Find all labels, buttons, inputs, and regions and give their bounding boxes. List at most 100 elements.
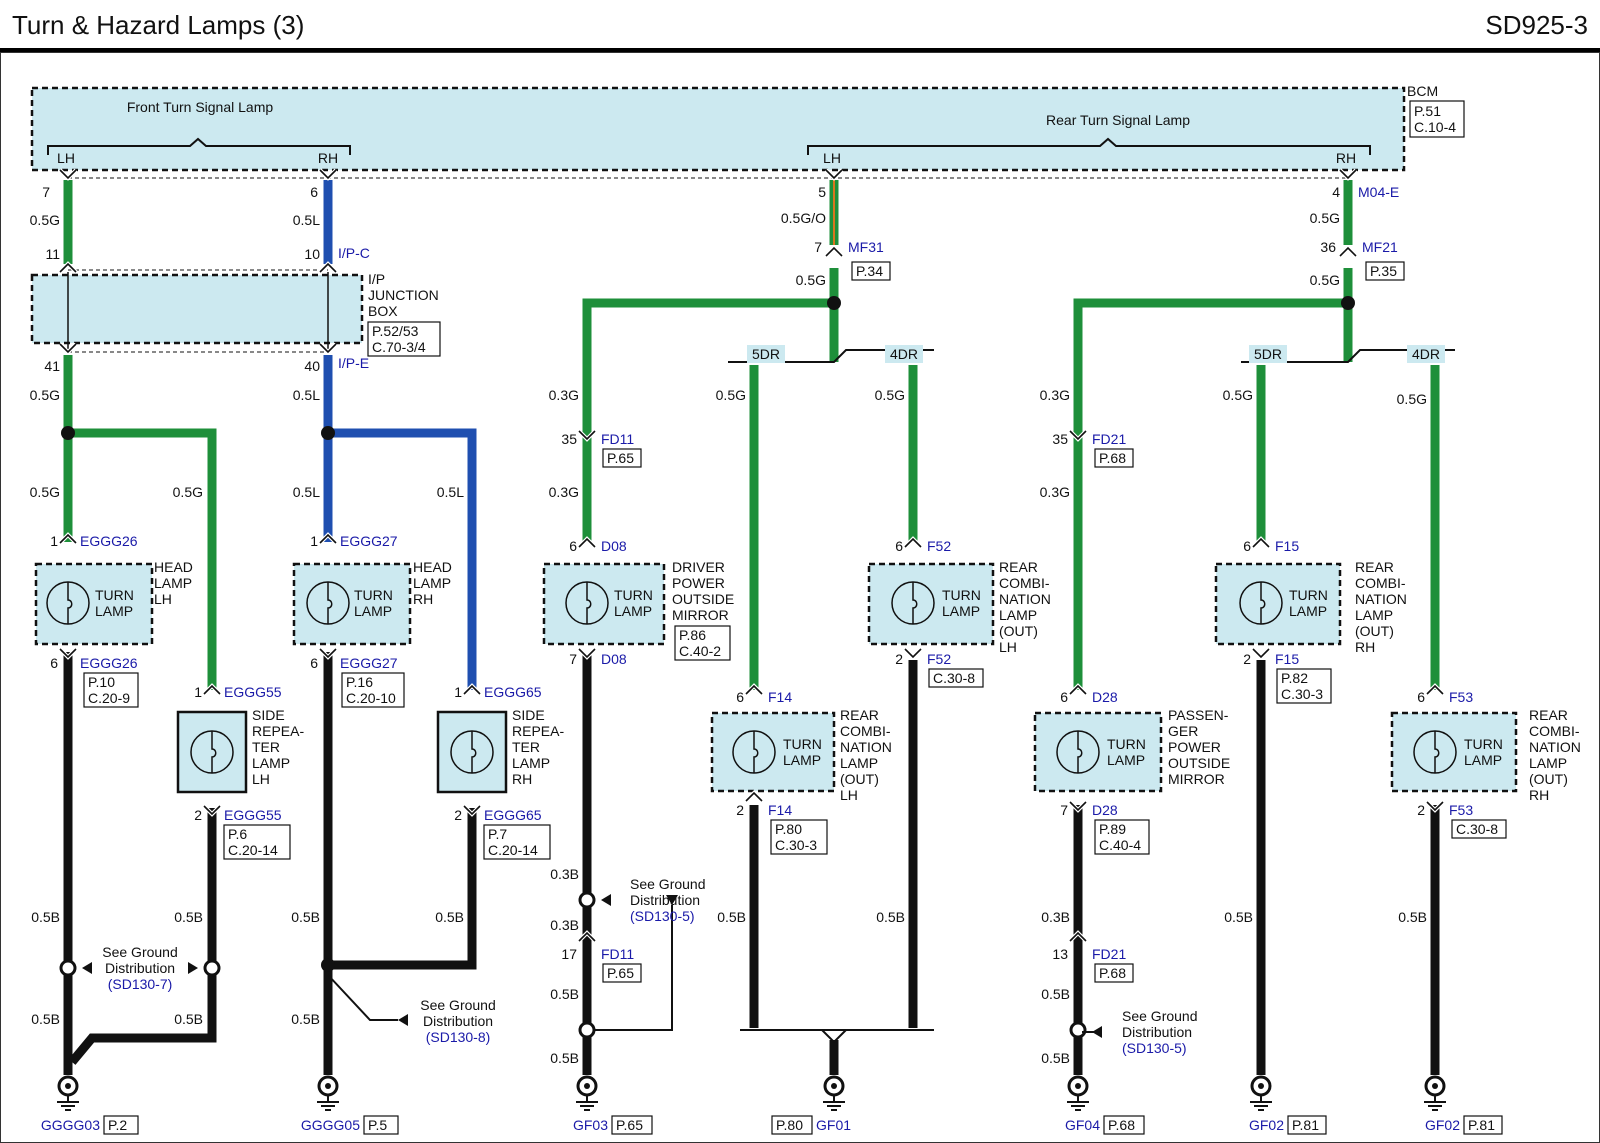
side-name-3: TER: [512, 739, 540, 755]
lamp-name-4: LAMP: [999, 607, 1037, 623]
ground-symbol: [1422, 1075, 1448, 1112]
wire-spec: 0.5B: [291, 1011, 320, 1027]
connector-id: EGGG55: [224, 684, 282, 700]
ground-symbol: [574, 1075, 600, 1112]
wire-spec: 0.5G: [1310, 210, 1340, 226]
ground-page: P.80: [776, 1117, 803, 1133]
side-name-2: REPEA-: [252, 723, 304, 739]
pin: 4: [1332, 184, 1340, 200]
bcm-ref-conn: C.10-4: [1414, 119, 1456, 135]
lamp-name-3: NATION: [1355, 591, 1407, 607]
pin: 2: [736, 802, 744, 818]
col2-labels: 6 0.5L 10 40 0.5L 0.5L 0.5L 1 EGGG27 6 E…: [291, 184, 551, 1135]
wire-spec: 0.5G: [716, 387, 746, 403]
mirror-name-1: DRIVER: [672, 559, 725, 575]
lamp-name-1: HEAD: [413, 559, 452, 575]
pin: 40: [304, 358, 320, 374]
wire-spec: 0.5B: [435, 909, 464, 925]
lamp-name-2: COMBI-: [999, 575, 1050, 591]
rear-combi-lamp-rh-5dr: TURN LAMP REAR COMBI- NATION LAMP (OUT) …: [1214, 559, 1407, 655]
ref-page: P.65: [607, 450, 634, 466]
connector-chevron: [1069, 684, 1087, 695]
pin: 6: [736, 689, 744, 705]
turn-text: TURN: [1107, 736, 1146, 752]
connector-chevron: [59, 262, 77, 273]
pin: 35: [1052, 431, 1068, 447]
pin: 6: [310, 184, 318, 200]
bcm-module: BCM P.51 C.10-4 Front Turn Signal Lamp R…: [30, 83, 1465, 179]
ref-page: P.35: [1370, 263, 1397, 279]
pin: 41: [44, 358, 60, 374]
connector-chevron: [1069, 430, 1087, 441]
rear-combi-lamp-lh-5dr: TURN LAMP REAR COMBI- NATION LAMP (OUT) …: [710, 707, 892, 803]
pin: 7: [42, 184, 50, 200]
connector-id: MF21: [1362, 239, 1398, 255]
ground-ref: (SD130-5): [1122, 1040, 1187, 1056]
pin: 35: [561, 431, 577, 447]
turn-text: TURN: [614, 587, 653, 603]
pin: 6: [895, 538, 903, 554]
ground-symbol: [55, 1075, 81, 1112]
turn-text: TURN: [942, 587, 981, 603]
lamp-name-3: RH: [413, 591, 433, 607]
connector-chevron: [904, 537, 922, 548]
front-rh-label: RH: [318, 150, 338, 166]
tag-4dr: 4DR: [1412, 346, 1440, 362]
turn-text: TURN: [1289, 587, 1328, 603]
ref-page: P.82: [1281, 670, 1308, 686]
ip-junction-box: I/P JUNCTION BOX P.52/53 C.70-3/4 I/P-C …: [30, 245, 441, 371]
pin: 7: [569, 651, 577, 667]
ground-symbol: [1065, 1075, 1091, 1112]
ipjb-ref-page: P.52/53: [372, 323, 419, 339]
mirror-name-2: POWER: [672, 575, 725, 591]
rear-combi-lamp-lh-4dr: TURN LAMP REAR COMBI- NATION LAMP (OUT) …: [867, 559, 1051, 655]
mirror-name-4: OUTSIDE: [1168, 755, 1230, 771]
wire-spec: 0.5G: [30, 212, 60, 228]
wire-spec: 0.5G: [1397, 391, 1427, 407]
ref-conn: C.40-4: [1099, 837, 1141, 853]
connector-chevron: [1339, 246, 1357, 257]
ipjb-ref-conn: C.70-3/4: [372, 339, 426, 355]
lamp-name-2: COMBI-: [1529, 723, 1580, 739]
connector-id: EGGG55: [224, 807, 282, 823]
lamp-name-6: RH: [1355, 639, 1375, 655]
tag-5dr: 5DR: [1254, 346, 1282, 362]
pin: 2: [454, 807, 462, 823]
page-title: Turn & Hazard Lamps (3): [12, 10, 305, 40]
ground-id: GF04: [1065, 1117, 1100, 1133]
lamp-name-6: LH: [999, 639, 1017, 655]
lamp-text: LAMP: [783, 752, 821, 768]
pin: 17: [561, 946, 577, 962]
wire-spec: 0.3B: [550, 866, 579, 882]
wire-spec: 0.5L: [293, 212, 320, 228]
pin: 6: [1417, 689, 1425, 705]
side-name-1: SIDE: [252, 707, 285, 723]
tag-4dr: 4DR: [890, 346, 918, 362]
lamp-text: LAMP: [1289, 603, 1327, 619]
wire-spec: 0.5B: [31, 909, 60, 925]
wire-spec: 0.5B: [291, 909, 320, 925]
connector-chevron: [203, 684, 221, 695]
ground-note: See Ground: [630, 876, 706, 892]
lamp-name-5: (OUT): [999, 623, 1038, 639]
side-repeater-rh: SIDE REPEA- TER LAMP RH: [436, 707, 564, 794]
mirror-ref-page: P.86: [679, 627, 706, 643]
mirror-ref-conn: C.40-2: [679, 643, 721, 659]
ipjb-label-2: JUNCTION: [368, 287, 439, 303]
rear-combi-lamp-rh-4dr: TURN LAMP REAR COMBI- NATION LAMP (OUT) …: [1390, 707, 1581, 803]
ref-page: P.80: [775, 821, 802, 837]
lamp-name-3: LH: [154, 591, 172, 607]
ground-note: Distribution: [630, 892, 700, 908]
connector-id: M04-E: [1358, 184, 1399, 200]
ground-id: GF02: [1249, 1117, 1284, 1133]
pin: 5: [818, 184, 826, 200]
pin: 2: [194, 807, 202, 823]
ground-page: P.81: [1468, 1117, 1495, 1133]
driver-mirror-lamp: TURN LAMP DRIVER POWER OUTSIDE MIRROR P.…: [542, 559, 734, 661]
tag-5dr: 5DR: [752, 346, 780, 362]
rear-group-label: Rear Turn Signal Lamp: [1046, 112, 1190, 128]
wire-spec: 0.5B: [1041, 1050, 1070, 1066]
ipjb-conn-top: I/P-C: [338, 245, 370, 261]
side-name-2: REPEA-: [512, 723, 564, 739]
ref-conn: C.20-14: [488, 842, 538, 858]
